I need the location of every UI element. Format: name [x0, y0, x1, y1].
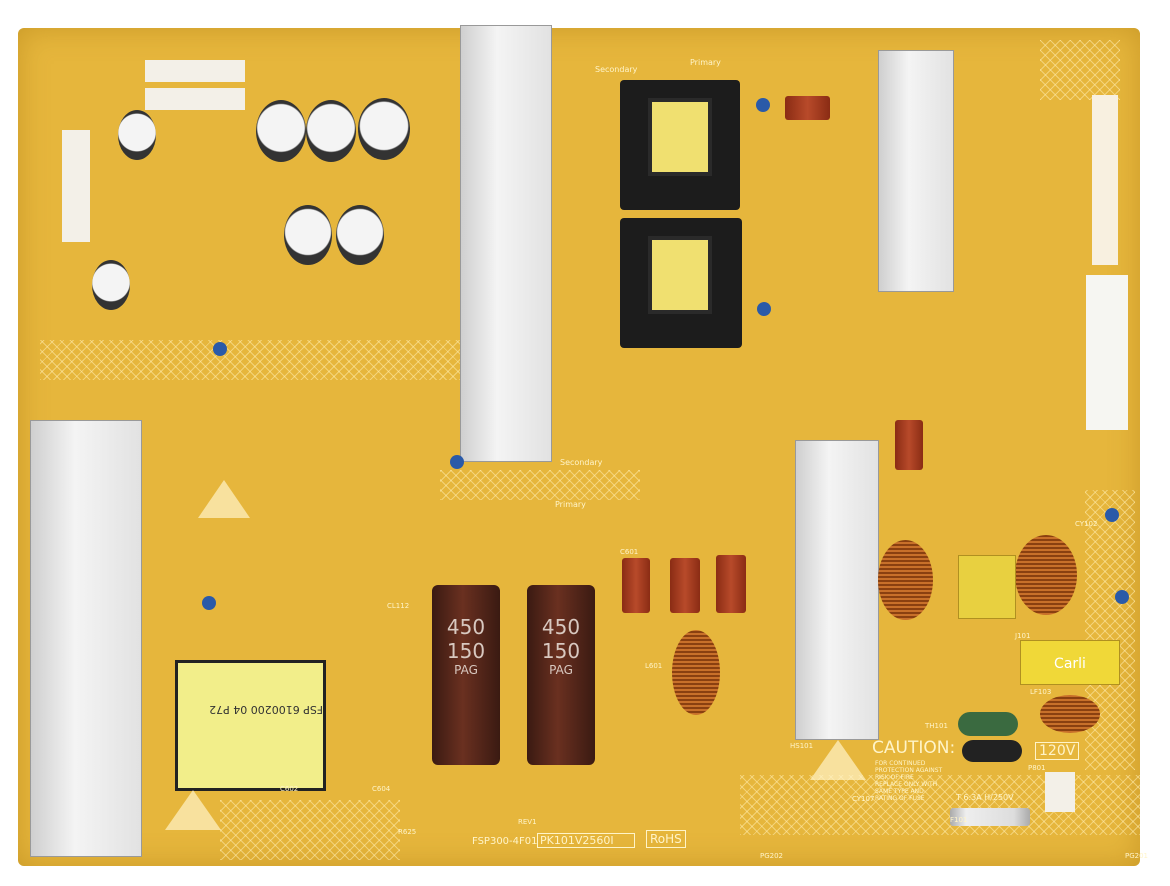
ceramic-capacitor: [202, 596, 216, 610]
isolation-hatch: [220, 800, 400, 860]
ref-label: PG201: [1125, 852, 1149, 860]
x-capacitor: [958, 555, 1016, 619]
inductor-coil: [672, 630, 720, 715]
primary-label-top: Primary: [690, 58, 721, 67]
ref-label: LF103: [1030, 688, 1052, 696]
ref-label: C602: [280, 785, 299, 793]
ref-label: L601: [645, 662, 663, 670]
heatsink-right: [795, 440, 879, 740]
ref-label: HS101: [790, 742, 814, 750]
ceramic-capacitor: [213, 342, 227, 356]
film-capacitor: [670, 558, 700, 613]
secondary-label: Secondary: [560, 458, 603, 467]
cap-capacitance: 150: [541, 639, 581, 663]
caution-title: CAUTION:: [872, 738, 956, 758]
film-capacitor: [785, 96, 830, 120]
inductor-coil: [1040, 695, 1100, 733]
isolation-hatch: [1040, 40, 1120, 100]
common-mode-choke: [878, 540, 933, 620]
ref-label: CY107: [852, 795, 875, 803]
warning-triangle-icon: [198, 480, 250, 518]
ref-label: C604: [372, 785, 391, 793]
varistor: [958, 712, 1018, 736]
electrolytic-capacitor: [256, 100, 306, 162]
electrolytic-capacitor: [336, 205, 384, 265]
ref-label: J101: [1015, 632, 1031, 640]
ref-label: R625: [398, 828, 417, 836]
voltage-badge: 120V: [1035, 742, 1080, 760]
ceramic-capacitor: [450, 455, 464, 469]
fuse: [950, 808, 1030, 826]
film-capacitor: [716, 555, 746, 613]
ceramic-capacitor: [1105, 508, 1119, 522]
transformer-top: [620, 80, 740, 210]
warning-triangle-icon: [165, 790, 221, 830]
film-capacitor: [622, 558, 650, 613]
ref-label: F101: [950, 816, 968, 824]
connector[interactable]: [145, 60, 245, 82]
heatsink-top-right: [878, 50, 954, 292]
cap-voltage: 450: [541, 615, 581, 639]
electrolytic-capacitor: [92, 260, 130, 310]
fuse-rating: T 6.3A H/250V: [956, 793, 1014, 802]
secondary-label-top: Secondary: [595, 65, 638, 74]
cap-series: PAG: [549, 663, 573, 677]
connector[interactable]: [62, 130, 90, 242]
cap-series: PAG: [454, 663, 478, 677]
electrolytic-capacitor: [118, 110, 156, 160]
connector[interactable]: [145, 88, 245, 110]
cap-brand: Carli: [1054, 656, 1086, 672]
electrolytic-capacitor: [358, 98, 410, 160]
power-connector[interactable]: [1045, 772, 1075, 812]
film-capacitor: [895, 420, 923, 470]
transformer-label: FSP 6100200 04 P72: [209, 703, 323, 716]
cap-voltage: 450: [446, 615, 486, 639]
ref-label: CY102: [1075, 520, 1098, 528]
ref-label: P801: [1028, 764, 1046, 772]
heatsink-left: [30, 420, 142, 857]
electrolytic-capacitor: [284, 205, 332, 265]
heatsink-center: [460, 25, 552, 462]
rohs-mark: RoHS: [646, 830, 686, 848]
common-mode-choke: [1015, 535, 1077, 615]
revision-mark: REV1: [518, 818, 537, 826]
isolation-hatch: [440, 470, 640, 500]
isolation-hatch: [40, 340, 460, 380]
ref-label: C601: [620, 548, 639, 556]
x-capacitor: Carli: [1020, 640, 1120, 685]
electrolytic-capacitor: [306, 100, 356, 162]
ceramic-capacitor: [1115, 590, 1129, 604]
cap-capacitance: 150: [446, 639, 486, 663]
barcode-sticker: [1086, 275, 1128, 430]
ref-label: TH101: [925, 722, 948, 730]
bulk-capacitor: 450 150 PAG: [432, 585, 500, 765]
main-transformer: FSP 6100200 04 P72: [175, 660, 326, 791]
ref-label: CL112: [387, 602, 410, 610]
transformer-bottom: [620, 218, 742, 348]
label-strip: [1092, 95, 1118, 265]
model-number: FSP300-4F01: [472, 836, 538, 847]
isolation-hatch: [1085, 490, 1135, 770]
part-number: PK101V2560I: [537, 833, 635, 848]
primary-label: Primary: [555, 500, 586, 509]
bulk-capacitor: 450 150 PAG: [527, 585, 595, 765]
ref-label: PG202: [760, 852, 784, 860]
warning-triangle-icon: [810, 740, 866, 780]
thermistor: [962, 740, 1022, 762]
ceramic-capacitor: [757, 302, 771, 316]
ceramic-capacitor: [756, 98, 770, 112]
